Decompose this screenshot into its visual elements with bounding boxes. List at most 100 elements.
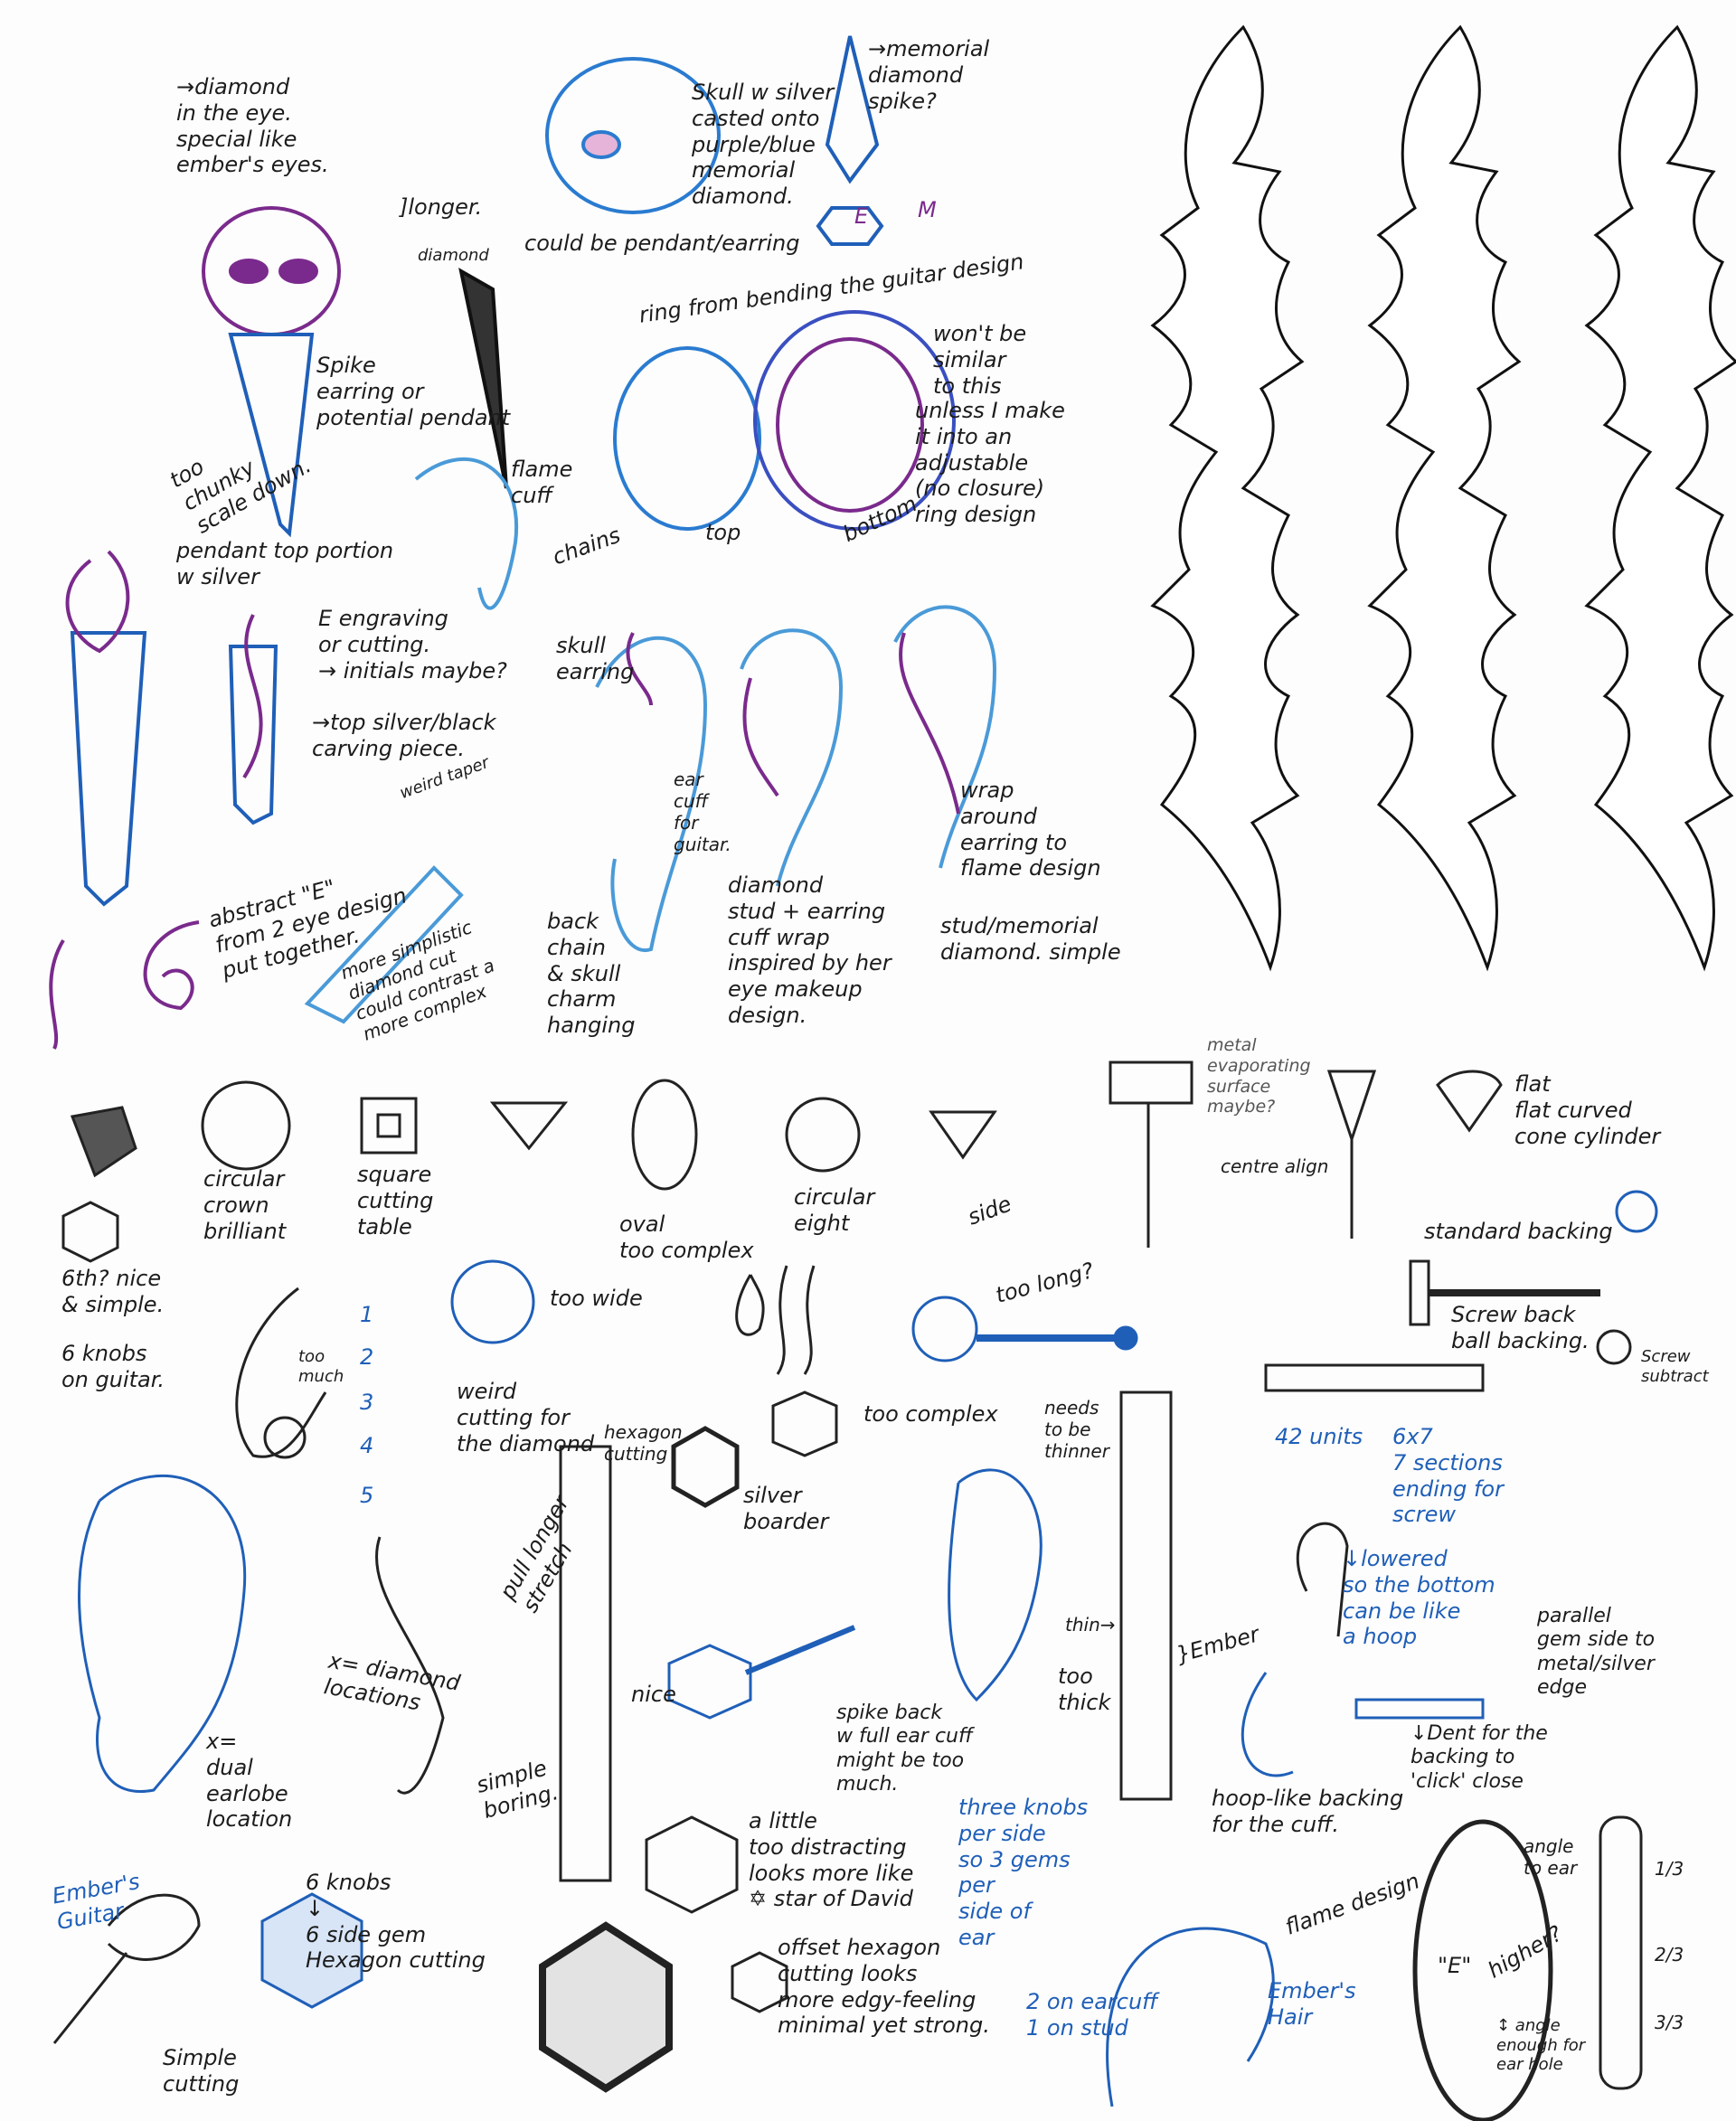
guitar-sketch <box>52 1893 201 2044</box>
memorial-spike <box>816 35 884 246</box>
note-stud-memorial: stud/memorial diamond. simple <box>940 913 1121 965</box>
blue-hexagon-gem <box>260 1892 363 2009</box>
ear-sketch-1 <box>595 632 708 953</box>
note-square-cutting: square cutting table <box>357 1162 434 1240</box>
note-back-chain: back chain & skull charm hanging <box>547 909 636 1039</box>
gem-oval <box>631 1079 698 1191</box>
note-three-knobs: three knobs per side so 3 gems per side … <box>958 1795 1089 1950</box>
note-longer: ]longer. <box>400 194 483 220</box>
note-circular-crown: circular crown brilliant <box>203 1166 287 1244</box>
note-too-thick: too thick <box>1058 1664 1111 1715</box>
embers-hair-sketch <box>1106 1927 1275 2107</box>
backing-screw-sketch <box>1409 1190 1658 1365</box>
note-adjustable-ring: unless I make it into an adjustable (no … <box>915 398 1065 528</box>
note-too-wide: too wide <box>550 1286 643 1311</box>
gem-circular-crown-brilliant <box>201 1080 291 1171</box>
hexagon-star-of-david <box>645 1815 739 1914</box>
note-hoop-backing: hoop-like backing for the cuff. <box>1212 1786 1404 1837</box>
blue-stud-bar <box>911 1296 1138 1362</box>
note-top: top <box>705 520 741 545</box>
flame-template-3 <box>1585 25 1736 969</box>
note-parallel-gem: parallel gem side to metal/silver edge <box>1537 1605 1656 1700</box>
note-6-knobs-guitar: 6 knobs on guitar. <box>61 1341 165 1392</box>
note-weird-cutting: weird cutting for the diamond <box>457 1379 595 1456</box>
note-memorial-spike: →memorial diamond spike? <box>868 36 990 114</box>
knob-number-5: 5 <box>360 1483 374 1508</box>
note-centre-align: centre align <box>1221 1155 1329 1177</box>
note-diamond-eye: →diamond in the eye. special like ember'… <box>176 74 329 178</box>
stud-earring-sketch <box>1109 1060 1503 1248</box>
flame-pendant-1 <box>65 550 147 907</box>
note-e-quote: "E" <box>1438 1953 1472 1978</box>
note-circular-eight: circular eight <box>794 1184 875 1236</box>
note-angle-to-ear: angle to ear <box>1524 1835 1578 1879</box>
ring-sketch-bottom <box>753 310 956 531</box>
note-wrap-around: wrap around earring to flame design <box>960 778 1101 881</box>
note-spike-back: spike back w full ear cuff might be too … <box>836 1702 973 1796</box>
note-flame-cuff: flame cuff <box>511 457 573 508</box>
hook-flame-sketch <box>235 1287 327 1459</box>
note-angle-enough: ↕ angle enough for ear hole <box>1496 2016 1586 2075</box>
note-metal-evaporating: metal evaporating surface maybe? <box>1207 1035 1311 1117</box>
gem-hexagon-complex <box>671 1390 838 1508</box>
gem-diamond-profile <box>489 1101 569 1151</box>
note-too-distracting: a little too distracting looks more like… <box>749 1808 914 1912</box>
note-m: M <box>918 197 937 222</box>
note-ear-cuff-guitar: ear cuff for guitar. <box>674 768 731 855</box>
note-too-complex: too complex <box>863 1401 998 1427</box>
flame-pendant-2 <box>228 614 278 825</box>
note-needs-thinner: needs to be thinner <box>1044 1397 1109 1462</box>
note-skull-silver: Skull w silver casted onto purple/blue m… <box>692 80 835 210</box>
note-silver-boarder: silver boarder <box>743 1483 829 1534</box>
note-one-third: 1/3 <box>1655 1858 1684 1880</box>
ring-sketch-top <box>613 346 761 531</box>
flame-template-2 <box>1368 25 1521 969</box>
note-hexagon-cutting: hexagon cutting <box>604 1421 683 1465</box>
note-three-thirds: 3/3 <box>1655 2012 1684 2033</box>
knob-number-4: 4 <box>360 1433 374 1458</box>
note-embers-hair: Ember's Hair <box>1268 1978 1356 2030</box>
note-wont-be-similar: won't be similar to this <box>933 321 1027 399</box>
note-skull-earring: skull earring <box>556 633 635 684</box>
note-6-side-gem: 6 knobs ↓ 6 side gem Hexagon cutting <box>306 1870 486 1974</box>
flame-ear-cuff-sketch <box>374 1536 445 1795</box>
large-hexagon-gem <box>539 1921 673 2093</box>
note-oval: oval too complex <box>619 1211 754 1263</box>
note-dual-earlobe: x= dual earlobe location <box>206 1729 293 1833</box>
note-standard-backing: standard backing <box>1424 1219 1613 1244</box>
note-dent-backing: ↓Dent for the backing to 'click' close <box>1410 1722 1548 1793</box>
note-two-thirds: 2/3 <box>1655 1944 1684 1965</box>
gem-sketch-6th <box>61 1106 137 1263</box>
note-spike-earring: Spike earring or potential pendant <box>316 353 511 430</box>
note-42-units: 42 units <box>1275 1424 1363 1449</box>
note-pendant-earring: could be pendant/earring <box>524 231 800 256</box>
note-diamond-stud-cuff: diamond stud + earring cuff wrap inspire… <box>728 872 892 1028</box>
blue-skull <box>545 57 721 214</box>
flame-sketches-small <box>735 1265 816 1375</box>
note-offset-hexagon: offset hexagon cutting looks more edgy-f… <box>778 1935 990 2039</box>
black-diamond-spike <box>458 268 508 489</box>
gem-weird-cutting <box>450 1259 535 1344</box>
note-e: E <box>854 203 869 229</box>
note-too-much: too much <box>298 1347 344 1386</box>
hook-lowered <box>1296 1522 1349 1637</box>
note-lowered: ↓lowered so the bottom can be like a hoo… <box>1343 1546 1495 1650</box>
offset-hexagon-small <box>731 1951 788 2013</box>
blue-ear-sketch <box>78 1475 247 1793</box>
note-thin: thin→ <box>1065 1614 1116 1636</box>
gem-circular-eight <box>785 1097 861 1173</box>
blue-spike <box>228 333 315 538</box>
ruler-42-units <box>1264 1363 1485 1392</box>
knob-number-1: 1 <box>360 1302 374 1327</box>
diagonal-diamond-sketch <box>304 865 464 1024</box>
flame-template-1 <box>1151 25 1304 969</box>
note-carving-piece: →top silver/black carving piece. <box>312 710 496 761</box>
ear-sketch-3 <box>893 605 997 869</box>
note-screw-back: Screw back ball backing. <box>1451 1302 1590 1353</box>
blue-hexagon-bar <box>667 1625 856 1720</box>
note-6th-nice: 6th? nice & simple. <box>61 1266 165 1317</box>
note-6x7-sections: 6x7 7 sections ending for screw <box>1392 1424 1504 1528</box>
note-pendant-top: pendant top portion w silver <box>176 538 394 589</box>
note-simple-cutting: Simple cutting <box>163 2045 240 2097</box>
